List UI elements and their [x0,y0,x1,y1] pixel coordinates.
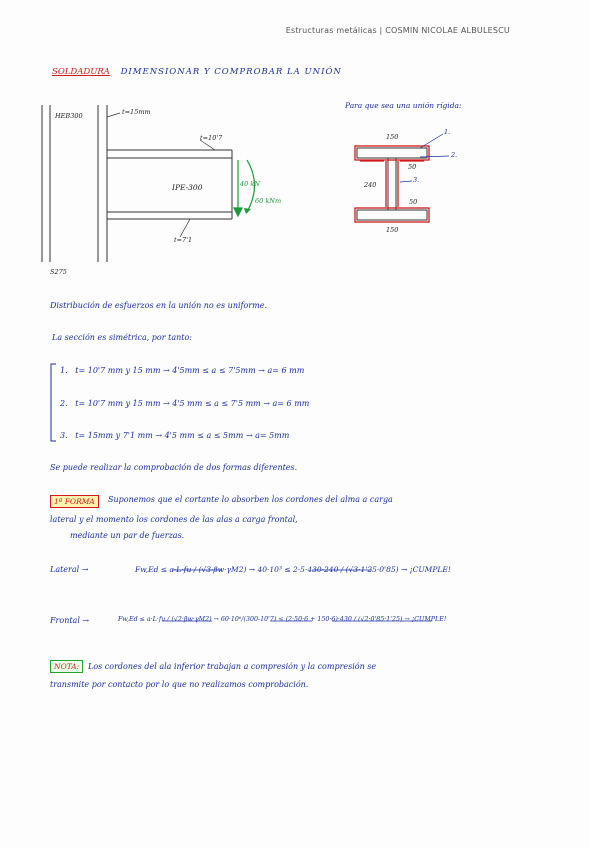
title-task: DIMENSIONAR Y COMPROBAR LA UNIÓN [120,67,342,77]
dim-150-top: 150 [386,133,399,141]
moment-arc [246,159,256,213]
dim-50-bottom: 50 [409,198,418,206]
steel-grade: S275 [50,268,67,276]
weld-number-1: 1. [444,128,451,136]
dim-50-top: 50 [408,163,417,171]
nota-line-2: transmite por contacto por lo que no rea… [50,680,309,689]
paragraph-symmetric: La sección es simétrica, por tanto: [52,333,192,342]
weld-number-2: 2. [451,151,458,159]
forma-line-3: mediante un par de fuerzas. [70,531,185,540]
column-drawing [41,105,108,262]
nota-badge: NOTA: [50,660,84,673]
lateral-label: Lateral → [50,565,89,574]
label-t15: t=15mm [122,108,151,116]
page-header: Estructuras metálicas | COSMIN NICOLAE A… [285,26,510,35]
page-title: SOLDADURA DIMENSIONAR Y COMPROBAR LA UNI… [52,67,342,77]
list-item-3: 3. t= 15mm y 7'1 mm → 4'5 mm ≤ a ≤ 5mm →… [60,431,290,440]
frontal-formula: Fw,Ed ≤ a·L·fu / (√2·βw·γM2) → 60·10⁶/(3… [118,616,447,623]
title-soldadura: SOLDADURA [52,67,110,77]
column-label: HEB300 [55,112,83,120]
label-t7: t=7'1 [174,236,193,244]
frontal-label: Frontal → [50,616,90,625]
moment-label: 60 kNm [255,197,282,205]
nota-line-1: Los cordones del ala inferior trabajan a… [88,662,377,671]
forma-badge: 1ª FORMA [50,495,99,508]
lateral-formula: Fw,Ed ≤ a·L·fu / (√3·βw·γM2) → 40·10³ ≤ … [135,565,451,574]
forma-line-1: Suponemos que el cortante lo absorben lo… [108,495,393,504]
forma-line-2: lateral y el momento los cordones de las… [50,515,298,524]
label-t10: t=10'7 [200,134,223,142]
weld-lines [354,145,430,223]
list-item-2: 2. t= 10'7 mm y 15 mm → 4'5 mm ≤ a ≤ 7'5… [60,399,310,408]
dim-240: 240 [364,181,377,189]
rigid-note: Para que sea una unión rígida: [345,101,462,110]
force-arrow [233,160,243,218]
list-item-1: 1. t= 10'7 mm y 15 mm → 4'5mm ≤ a ≤ 7'5m… [60,366,305,375]
force-label: 40 kN [240,180,260,188]
list-bracket [50,363,56,442]
dim-150-bottom: 150 [386,226,399,234]
paragraph-two-forms: Se puede realizar la comprobación de dos… [50,463,298,472]
section-drawing [356,147,428,221]
beam-drawing [107,149,233,220]
beam-label: IPE-300 [172,183,203,192]
weld-number-3: 3. [413,176,420,184]
paragraph-distribution: Distribución de esfuerzos en la unión no… [50,301,267,310]
